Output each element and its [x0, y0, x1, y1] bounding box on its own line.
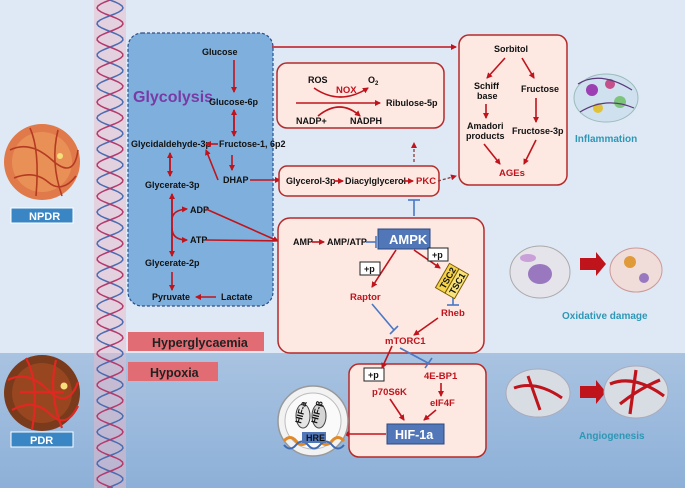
schiff-base-label: base	[477, 91, 498, 101]
glycolysis-box	[127, 32, 274, 307]
hif-phospho-label: +p	[368, 370, 379, 380]
glycolysis-title: Glycolysis	[133, 89, 213, 106]
ampk-arrows	[312, 239, 441, 336]
amp-label: AMP	[293, 237, 313, 247]
ros-label: ROS	[308, 75, 328, 85]
hif1a-node	[386, 423, 445, 445]
pdr-retina-image	[4, 355, 80, 431]
ampk-node	[377, 228, 431, 250]
oxidative-damage-label: Oxidative damage	[562, 311, 648, 322]
fructose-16p2-label: Fructose-1, 6p2	[219, 139, 286, 149]
4e-bp1-label: 4E-BP1	[424, 371, 458, 382]
nadph-label: NADPH	[350, 116, 382, 126]
atp-label: ATP	[190, 235, 207, 245]
nox-arrows	[296, 87, 381, 117]
dhap-label: DHAP	[223, 175, 249, 185]
ages-label: AGEs	[499, 168, 525, 179]
angiogenesis-illustration	[505, 365, 669, 419]
pyruvate-label: Pyruvate	[152, 292, 190, 302]
hif-phospho-badge	[363, 367, 385, 382]
nox-label: NOX	[336, 85, 357, 96]
pkc-label: PKC	[416, 176, 436, 187]
fructose-3p-label: Fructose-3p	[512, 126, 564, 136]
ampk-phospho-1-label: +p	[364, 264, 375, 274]
eif4f-label: eIF4F	[430, 398, 455, 409]
mtorc1-label: mTORC1	[385, 336, 426, 347]
hypoxia-banner	[128, 362, 218, 381]
hif-arrows	[343, 345, 444, 437]
glyceraldehyde-3p-label: Glycidaldehyde-3p	[131, 139, 212, 149]
angiogenesis-label: Angiogenesis	[579, 431, 645, 442]
raptor-label: Raptor	[350, 292, 381, 303]
glycerol-3p-label: Glycerol-3p	[286, 176, 336, 186]
glucose-6p-label: Glucose-6p	[209, 97, 259, 107]
rheb-label: Rheb	[441, 308, 465, 319]
amp-atp-label: AMP/ATP	[327, 237, 367, 247]
inflammation-label: Inflammation	[575, 134, 637, 145]
hypoxia-label: Hypoxia	[150, 366, 200, 380]
mtorc1-inhibits-4ebp1	[399, 347, 433, 369]
glycolysis-arrows	[167, 44, 457, 300]
ampk-label: AMPK	[389, 232, 428, 247]
nox-box	[276, 62, 445, 129]
hif1a-label: HIF-1a	[395, 428, 434, 442]
nadp-plus-label: NADP+	[296, 116, 327, 126]
polyol-arrows	[483, 57, 539, 165]
sorbitol-label: Sorbitol	[494, 44, 528, 54]
schiff-label: Schiff	[474, 81, 500, 91]
hyperglycaemia-label: Hyperglycaemia	[152, 336, 249, 350]
ampk-phospho-badge-2	[427, 247, 449, 262]
pdr-badge	[10, 431, 74, 448]
polyol-box	[458, 34, 568, 186]
nucleus: HRE HIF-a HIF-β	[277, 385, 349, 457]
glycerate-2p-label: Glycerate-2p	[145, 258, 200, 268]
p70s6k-label: p70S6K	[372, 387, 407, 398]
o2-label: O2	[368, 75, 379, 87]
pkc-dashed-links	[411, 142, 457, 182]
npdr-badge	[10, 207, 74, 224]
hyperglycaemia-banner	[128, 332, 264, 351]
ampk-inhibits-pkc	[408, 199, 420, 216]
npdr-label: NPDR	[29, 211, 60, 223]
npdr-retina-image	[4, 124, 80, 200]
diacylglycerol-label: Diacylglycerol	[345, 176, 406, 186]
amadori-products-label: products	[466, 131, 505, 141]
adp-label: ADP	[190, 205, 209, 215]
inflammation-illustration	[573, 73, 639, 123]
pdr-label: PDR	[30, 435, 53, 447]
hre-label: HRE	[306, 433, 325, 443]
amadori-label: Amadori	[467, 121, 504, 131]
glycerate-3p-label: Glycerate-3p	[145, 180, 200, 190]
lactate-label: Lactate	[221, 292, 253, 302]
fructose-label: Fructose	[521, 84, 559, 94]
ampk-phospho-badge-1	[359, 261, 381, 276]
oxidative-damage-illustration	[509, 245, 663, 299]
ampk-phospho-2-label: +p	[432, 250, 443, 260]
membrane-helix	[94, 0, 126, 488]
ribulose-5p-label: Ribulose-5p	[386, 98, 438, 108]
hif-dimer: HIF-a HIF-β	[293, 399, 327, 429]
glucose-label: Glucose	[202, 47, 238, 57]
